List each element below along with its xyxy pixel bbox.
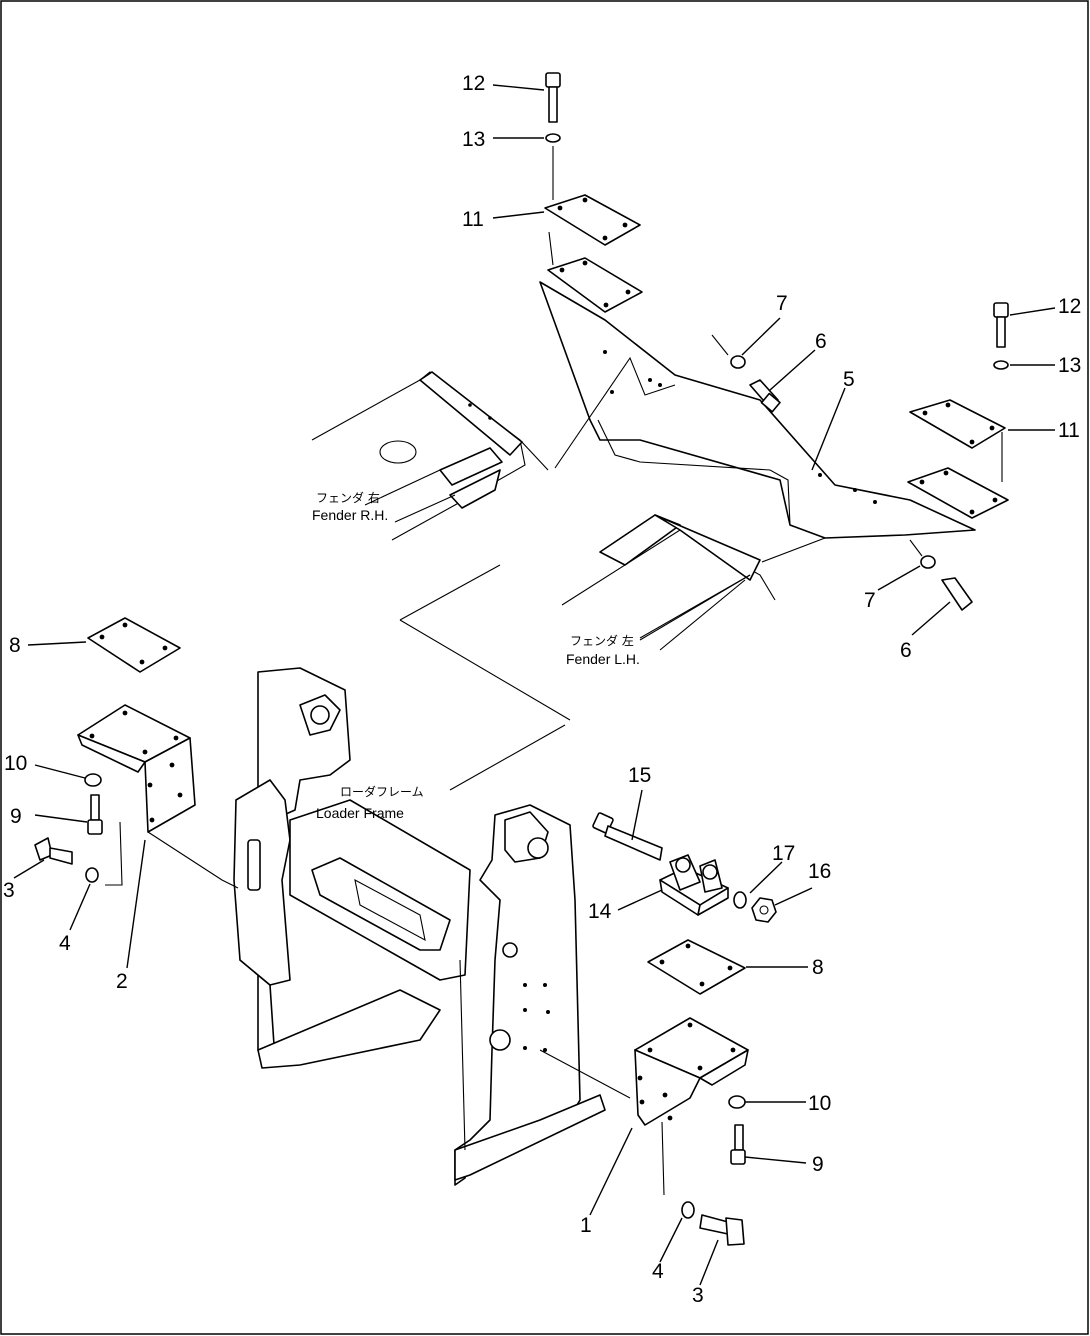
callout-12: 12 (462, 72, 485, 95)
clevis-14 (659, 854, 729, 916)
washer-7-upper (711, 334, 746, 369)
bolt-6-upper (749, 379, 781, 413)
washer-4-left (85, 867, 99, 883)
fender-lh-label-jp: フェンダ 左 (570, 633, 634, 648)
loader-frame (233, 564, 631, 1186)
fender-rh-label-en: Fender R.H. (312, 507, 388, 523)
bolt-3-left (34, 837, 73, 865)
bolt-9-right (730, 1124, 746, 1165)
plate-11-upper-right (907, 399, 1009, 519)
callout-9: 9 (10, 805, 22, 828)
callout-3: 3 (692, 1284, 704, 1307)
leader-lines (13, 84, 1056, 1286)
callout-8: 8 (812, 956, 824, 979)
washer-17 (733, 891, 747, 909)
callout-7: 7 (776, 292, 788, 315)
callout-4: 4 (59, 932, 71, 955)
callout-16: 16 (808, 860, 831, 883)
cross-member-5 (539, 281, 976, 539)
callout-14: 14 (588, 900, 612, 923)
callout-6: 6 (815, 330, 827, 353)
fender-rh-label-jp: フェンダ 右 (316, 490, 380, 505)
callout-2: 2 (116, 970, 128, 993)
callout-1: 1 (580, 1214, 592, 1237)
plate-8-right (647, 939, 746, 995)
callout-13: 13 (1058, 354, 1081, 377)
bracket-2 (77, 704, 239, 889)
washer-10-left (84, 773, 102, 787)
washer-10-right (728, 1095, 746, 1109)
bolt-6-lower (941, 577, 973, 611)
callout-7: 7 (864, 589, 876, 612)
callout-17: 17 (772, 842, 795, 865)
callout-8: 8 (9, 634, 21, 657)
callout-3: 3 (3, 879, 15, 902)
washer-7-lower (909, 539, 936, 569)
callout-12: 12 (1058, 295, 1081, 318)
callout-6: 6 (900, 639, 912, 662)
bolt-3-right (699, 1214, 745, 1246)
bolt-15 (592, 812, 663, 861)
callouts: 12 13 11 7 6 5 12 13 11 7 6 8 10 9 3 4 2… (3, 72, 1081, 1307)
bolt-12-right (993, 302, 1009, 370)
callout-11: 11 (1058, 419, 1080, 442)
fender-lh-label-en: Fender L.H. (566, 651, 640, 667)
loader-frame-label-jp: ローダフレーム (340, 784, 424, 799)
callout-15: 15 (628, 764, 651, 787)
callout-9: 9 (812, 1153, 824, 1176)
callout-11: 11 (462, 208, 484, 231)
callout-4: 4 (652, 1260, 664, 1283)
plate-8-left (87, 617, 181, 673)
callout-10: 10 (808, 1092, 831, 1115)
fender-lh (561, 514, 826, 641)
callout-5: 5 (843, 368, 855, 391)
fender-rh (311, 371, 549, 541)
callout-13: 13 (462, 128, 485, 151)
plate-11-upper-left (544, 194, 643, 313)
callout-10: 10 (4, 752, 27, 775)
loader-frame-label-en: Loader Frame (316, 805, 404, 821)
bracket-1 (634, 1017, 749, 1196)
bolt-12-upper (545, 72, 561, 200)
washer-4-right (681, 1201, 695, 1219)
nut-16 (751, 897, 777, 923)
bolt-9-left (87, 794, 103, 835)
